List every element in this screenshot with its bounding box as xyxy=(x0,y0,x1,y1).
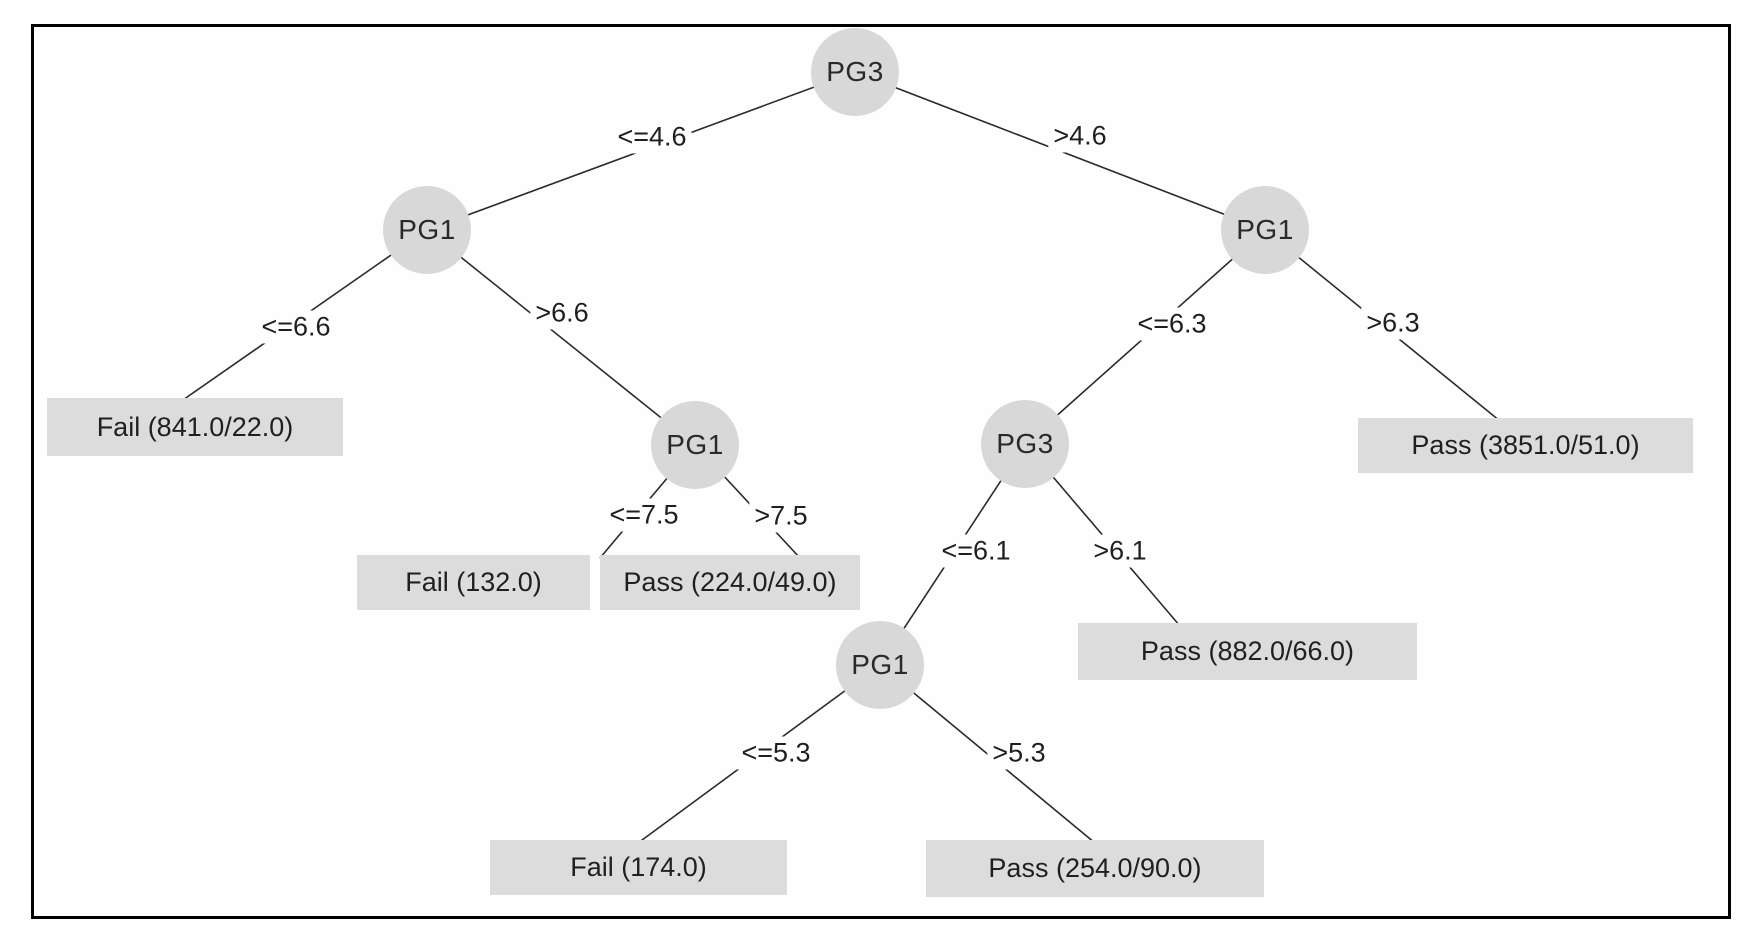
edge-label-root-left: <=4.6 xyxy=(612,120,692,154)
tree-node-leftright-pg1: PG1 xyxy=(651,401,739,489)
leaf-pass-224: Pass (224.0/49.0) xyxy=(600,555,860,610)
edge-label-rll-right: >5.3 xyxy=(987,736,1051,770)
edge-label-lr-left: <=7.5 xyxy=(604,498,684,532)
edge-label-rll-left: <=5.3 xyxy=(736,736,816,770)
edge-label-left-left: <=6.6 xyxy=(256,310,336,344)
leaf-pass-254: Pass (254.0/90.0) xyxy=(926,840,1264,897)
leaf-fail-174: Fail (174.0) xyxy=(490,840,787,895)
tree-node-bottom-pg1: PG1 xyxy=(836,621,924,709)
tree-node-rightleft-pg3: PG3 xyxy=(981,400,1069,488)
tree-node-right-pg1: PG1 xyxy=(1221,186,1309,274)
leaf-fail-132: Fail (132.0) xyxy=(357,555,590,610)
tree-node-left-pg1: PG1 xyxy=(383,186,471,274)
tree-node-root-pg3: PG3 xyxy=(811,28,899,116)
edge-label-lr-right: >7.5 xyxy=(749,499,813,533)
edge-label-rl-left: <=6.1 xyxy=(936,534,1016,568)
leaf-pass-3851: Pass (3851.0/51.0) xyxy=(1358,418,1693,473)
edge-label-right-right: >6.3 xyxy=(1361,306,1425,340)
leaf-pass-882: Pass (882.0/66.0) xyxy=(1078,623,1417,680)
edge-label-right-left: <=6.3 xyxy=(1132,307,1212,341)
leaf-fail-841: Fail (841.0/22.0) xyxy=(47,398,343,456)
edge-label-root-right: >4.6 xyxy=(1048,119,1112,153)
edge-label-left-right: >6.6 xyxy=(530,296,594,330)
edge-label-rl-right: >6.1 xyxy=(1088,534,1152,568)
edge-left-to-lr xyxy=(426,229,696,446)
